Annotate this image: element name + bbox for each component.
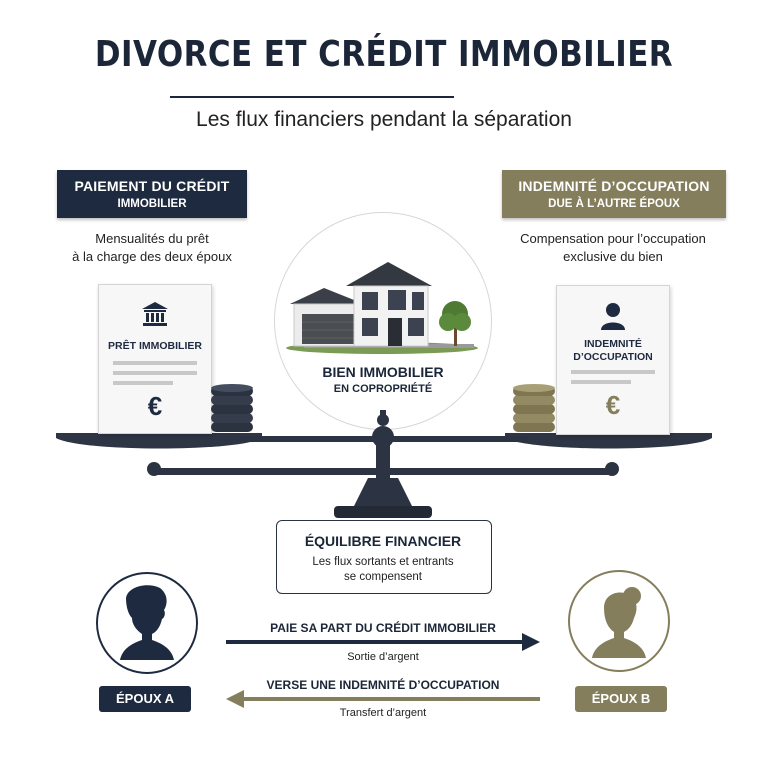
scale-right-pan bbox=[505, 433, 712, 449]
spouse-a-label: ÉPOUX A bbox=[99, 686, 191, 712]
page-title: DIVORCE ET CRÉDIT IMMOBILIER bbox=[94, 34, 674, 75]
indemnity-description: Compensation pour l’occupation exclusive… bbox=[500, 230, 726, 266]
card-line bbox=[113, 381, 173, 385]
credit-description-line2: à la charge des deux époux bbox=[72, 249, 232, 264]
indemnity-card: INDEMNITÉ D’OCCUPATION € bbox=[556, 285, 670, 435]
flow-indemnity-subtitle: Transfert d’argent bbox=[339, 707, 427, 719]
scale-pivot bbox=[372, 426, 394, 448]
arrow-right-icon bbox=[226, 633, 540, 651]
balance-box bbox=[276, 520, 492, 594]
balance-title: ÉQUILIBRE FINANCIER bbox=[304, 533, 462, 549]
card-line bbox=[113, 361, 197, 365]
indemnity-card-label: INDEMNITÉ D’OCCUPATION bbox=[557, 338, 669, 364]
page-subtitle: Les flux financiers pendant la séparatio… bbox=[196, 108, 572, 131]
spouse-b-label: ÉPOUX B bbox=[575, 686, 667, 712]
person-icon bbox=[601, 303, 625, 330]
property-subtitle: EN COPROPRIÉTÉ bbox=[333, 383, 433, 395]
credit-banner-line1: PAIEMENT DU CRÉDIT bbox=[74, 178, 230, 194]
indemnity-banner-line1: INDEMNITÉ D’OCCUPATION bbox=[518, 178, 710, 194]
euro-icon: € bbox=[147, 391, 163, 421]
coin-stack-gold bbox=[513, 384, 555, 432]
flow-credit-subtitle: Sortie d’argent bbox=[347, 651, 419, 663]
title-divider bbox=[170, 96, 454, 98]
bank-icon bbox=[142, 302, 168, 326]
flow-credit-title: PAIE SA PART DU CRÉDIT IMMOBILIER bbox=[270, 621, 496, 635]
mortgage-card: PRÊT IMMOBILIER € bbox=[98, 284, 212, 434]
man-silhouette-icon bbox=[120, 585, 174, 660]
indemnity-description-line2: exclusive du bien bbox=[563, 249, 663, 264]
house-illustration bbox=[286, 262, 478, 354]
card-line bbox=[571, 370, 655, 374]
indemnity-banner-line2: DUE À L’AUTRE ÉPOUX bbox=[548, 198, 680, 210]
scale-left-pan bbox=[56, 433, 262, 449]
coin-stack-dark bbox=[211, 384, 253, 432]
arrow-left-icon bbox=[226, 690, 540, 708]
spouse-a-avatar bbox=[96, 572, 198, 674]
woman-silhouette-icon bbox=[592, 587, 646, 658]
card-line bbox=[571, 380, 631, 384]
euro-icon: € bbox=[605, 390, 621, 420]
credit-description-line1: Mensualités du prêt bbox=[95, 231, 209, 246]
credit-description: Mensualités du prêt à la charge des deux… bbox=[42, 230, 262, 266]
credit-payment-banner: PAIEMENT DU CRÉDIT IMMOBILIER bbox=[57, 170, 247, 218]
indemnity-description-line1: Compensation pour l’occupation bbox=[520, 231, 706, 246]
balance-description-line1: Les flux sortants et entrants bbox=[312, 556, 454, 568]
indemnity-card-label-line1: INDEMNITÉ bbox=[584, 338, 642, 350]
indemnity-card-label-line2: D’OCCUPATION bbox=[573, 351, 653, 363]
property-title: BIEN IMMOBILIER bbox=[322, 364, 444, 380]
card-line bbox=[113, 371, 197, 375]
credit-banner-line2: IMMOBILIER bbox=[117, 198, 187, 210]
flow-indemnity-title: VERSE UNE INDEMNITÉ D’OCCUPATION bbox=[266, 678, 500, 692]
mortgage-card-label: PRÊT IMMOBILIER bbox=[108, 340, 202, 352]
balance-description-line2: se compensent bbox=[344, 571, 422, 583]
scale-base bbox=[334, 506, 432, 518]
occupancy-indemnity-banner: INDEMNITÉ D’OCCUPATION DUE À L’AUTRE ÉPO… bbox=[502, 170, 726, 218]
balance-description: Les flux sortants et entrants se compens… bbox=[296, 555, 470, 585]
spouse-b-avatar bbox=[568, 570, 670, 672]
